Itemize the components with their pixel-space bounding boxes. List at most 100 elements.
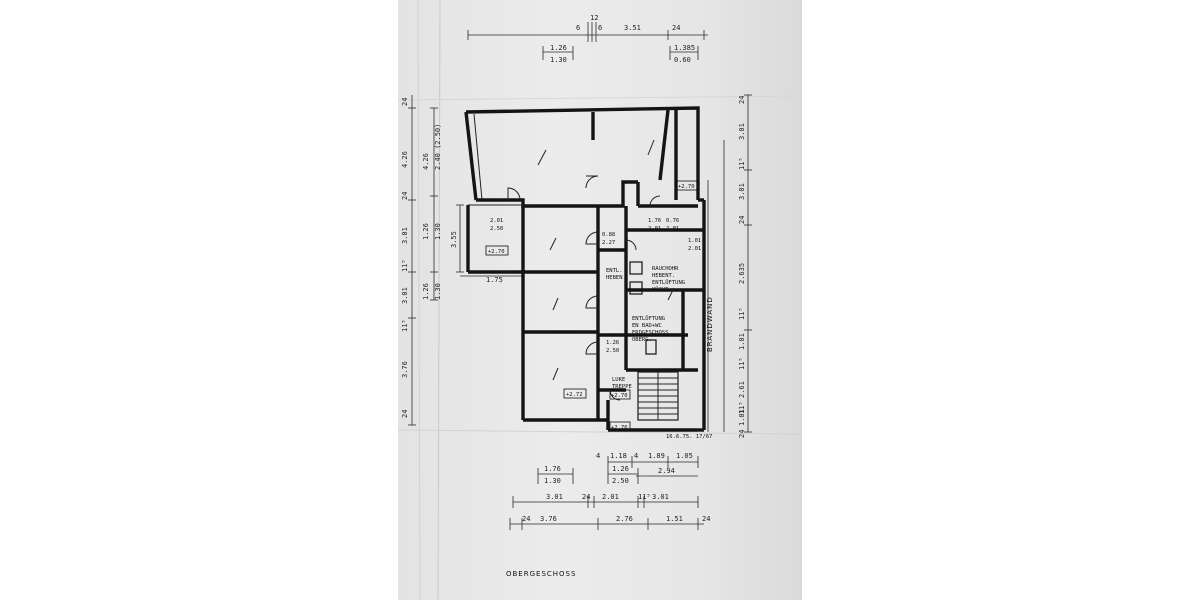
dim-text: 2.40 (2.50)	[434, 124, 442, 170]
dim-text: 3.01	[401, 287, 409, 304]
dim-text: 24	[738, 430, 746, 438]
staircase	[637, 371, 679, 421]
label-line: TREPPE	[612, 384, 632, 390]
dim-text: 2.01	[602, 493, 619, 501]
level-mark: +2.70	[678, 184, 695, 190]
label-line: RAUCHOHR	[652, 266, 679, 272]
dim-text: 1.76	[544, 465, 561, 473]
left-dimension-chain: 24 4.26 24 3.01 11⁵ 3.01 11⁵ 3.76 24 4.2…	[401, 95, 523, 426]
label-line: ENTL.	[606, 268, 623, 274]
room-dimensions: 2.01 2.50 1.76 2.01 1.01 2.01 1.26 2.50 …	[490, 218, 701, 354]
dim-text: 24	[738, 216, 746, 224]
firewall-label: BRANDWAND	[706, 296, 714, 352]
bath-vent-label: ENTLÜFTUNG EN BAD+WC ERDGESCHOSS OBERG.	[632, 315, 672, 343]
kitchen-vent-label: RAUCHOHR HEBENT. ENTLÜFTUNG KÜCHE	[652, 266, 688, 293]
dim-text: 1.01	[688, 238, 701, 244]
dim-text: 1.51	[666, 515, 683, 523]
dim-text: 1.30	[544, 477, 561, 485]
dim-text: 11⁵	[401, 259, 409, 272]
dim-text: 2.94	[658, 467, 675, 475]
shafts	[629, 261, 657, 355]
entl-label: ENTL. HEBEN	[606, 268, 626, 281]
dim-text: 3.76	[540, 515, 557, 523]
dim-text: 2.61	[738, 381, 746, 398]
blueprint-sheet: 6 12 6 3.51 24 1.26 1.30 1.385 0.60 24 4…	[398, 0, 802, 600]
dim-text: 1.26	[422, 223, 430, 240]
dim-text: 3.01	[738, 183, 746, 200]
label-line: LUKE	[612, 377, 625, 383]
right-dimension-chain: 24 3.01 11⁵ 3.01 24 2.635 11⁵ 1.01 11⁵ 2…	[707, 94, 752, 438]
dim-text: 11⁵	[738, 401, 746, 414]
dim-text: 2.01	[490, 218, 503, 224]
level-mark: +2.76	[611, 425, 628, 431]
label-line: ERDGESCHOSS	[632, 330, 668, 336]
dim-text: 11⁵	[638, 493, 651, 501]
dim-text: 24	[401, 410, 409, 418]
level-mark: +2.70	[488, 249, 505, 255]
dim-text: 4	[634, 452, 638, 460]
dim-text: 1.385	[674, 44, 695, 52]
dim-text: 1.26	[422, 283, 430, 300]
fold-line	[417, 0, 421, 600]
dim-text: 2.76	[616, 515, 633, 523]
dim-text: 0.60	[674, 56, 691, 64]
label-line: KÜCHE	[652, 286, 669, 293]
label-line: HEBENT.	[652, 273, 675, 279]
dim-text: 12	[590, 14, 598, 22]
plan-title: OBERGESCHOSS	[506, 570, 576, 578]
dim-text: 11⁵	[738, 157, 746, 170]
dim-text: 1.18	[610, 452, 627, 460]
floor-plan: 6 12 6 3.51 24 1.26 1.30 1.385 0.60 24 4…	[398, 0, 802, 600]
bottom-dimension-chain: 4 1.18 4 1.89 1.05 1.76 1.30 1.26 2.50 2…	[509, 452, 710, 530]
label-line: HEBEN	[606, 275, 623, 281]
room-annotations: RAUCHOHR HEBENT. ENTLÜFTUNG KÜCHE ENTLÜF…	[606, 266, 714, 440]
dim-text: 1.01	[738, 333, 746, 350]
dim-text: 11⁵	[738, 357, 746, 370]
dim-text: 24	[582, 493, 590, 501]
dim-text: 1.30	[550, 56, 567, 64]
dim-text: 1.01	[738, 409, 746, 426]
fold-line	[398, 95, 802, 101]
stair-hatch-label: LUKE TREPPE	[612, 377, 632, 390]
dim-text: 3.01	[546, 493, 563, 501]
dim-text: 2.01	[648, 226, 661, 232]
dim-text: 2.01	[666, 226, 679, 232]
label-line: EN BAD+WC	[632, 323, 662, 329]
dim-text: 3.01	[738, 123, 746, 140]
dim-text: 1.26	[612, 465, 629, 473]
dim-text: 24	[738, 96, 746, 104]
dim-text: 4	[596, 452, 600, 460]
label-line: OBERG.	[632, 337, 652, 343]
dim-text: 24	[401, 192, 409, 200]
dim-text: 4.26	[401, 151, 409, 168]
fold-line	[398, 429, 802, 435]
dim-text: 24	[401, 98, 409, 106]
dim-text: 1.30	[434, 223, 442, 240]
dim-text: 2.635	[738, 263, 746, 284]
dim-text: 6	[576, 24, 580, 32]
dim-text: 24	[522, 515, 530, 523]
dim-text: 3.01	[401, 227, 409, 244]
dim-text: 1.89	[648, 452, 665, 460]
dim-text: 1.76	[648, 218, 661, 224]
signature-text: 16.6.75. 17/67	[666, 434, 712, 440]
dim-text: 6	[598, 24, 602, 32]
dim-text: 2.27	[602, 240, 615, 246]
dim-text: 1.26	[550, 44, 567, 52]
level-marks: +2.70 +2.70 +2.72 +2.70 +2.76	[485, 180, 699, 432]
level-mark: +2.70	[611, 393, 628, 399]
dim-text: 0.88	[602, 232, 615, 238]
dim-text: 0.76	[666, 218, 679, 224]
dim-text: 3.76	[401, 361, 409, 378]
dim-text: 2.50	[612, 477, 629, 485]
dim-text: 11⁵	[401, 319, 409, 332]
dim-text: 1.26	[606, 340, 619, 346]
label-line: ENTLÜFTUNG	[652, 279, 685, 286]
dim-text: 1.05	[676, 452, 693, 460]
dim-text: 4.26	[422, 153, 430, 170]
dim-text: 2.50	[606, 348, 619, 354]
window-marks	[537, 139, 675, 381]
label-line: ENTLÜFTUNG	[632, 315, 665, 322]
dim-text: 24	[702, 515, 710, 523]
dim-text: 3.55	[450, 231, 458, 248]
